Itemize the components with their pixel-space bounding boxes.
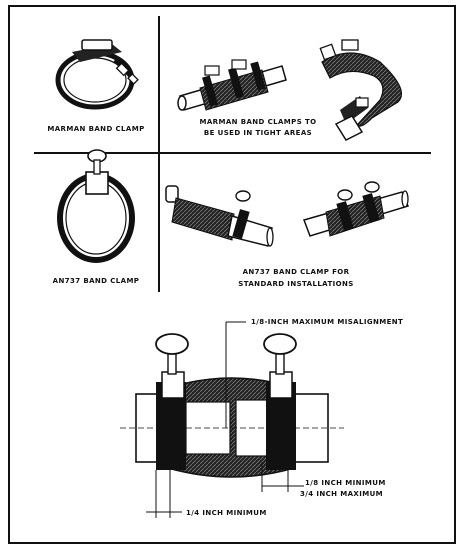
an737-band-clamp-label: AN737 BAND CLAMP bbox=[53, 277, 140, 285]
marman-tight-areas-label-line1: MARMAN BAND CLAMPS TO bbox=[199, 118, 316, 126]
marman-bent-hose bbox=[319, 39, 402, 141]
marman-band-clamp-label: MARMAN BAND CLAMP bbox=[47, 125, 144, 133]
misalignment-label: 1/8-INCH MAXIMUM MISALIGNMENT bbox=[251, 318, 403, 326]
gap-minimum-label: 1/8 INCH MINIMUM bbox=[305, 479, 386, 487]
an737-standard-label-line2: STANDARD INSTALLATIONS bbox=[238, 280, 353, 288]
an737-standard-label-line1: AN737 BAND CLAMP FOR bbox=[243, 268, 350, 276]
an737-clamp-illustration bbox=[57, 149, 135, 263]
an737-installation-left bbox=[165, 185, 274, 247]
outer-frame bbox=[8, 5, 456, 544]
marman-straight-hose bbox=[177, 59, 287, 111]
an737-installation-right bbox=[303, 181, 410, 237]
marman-tight-areas-label-line2: BE USED IN TIGHT AREAS bbox=[204, 129, 312, 137]
gap-maximum-label: 3/4 INCH MAXIMUM bbox=[300, 490, 383, 498]
edge-minimum-label: 1/4 INCH MINIMUM bbox=[186, 509, 267, 517]
installation-detail bbox=[120, 321, 344, 518]
marman-clamp-illustration bbox=[55, 39, 139, 110]
